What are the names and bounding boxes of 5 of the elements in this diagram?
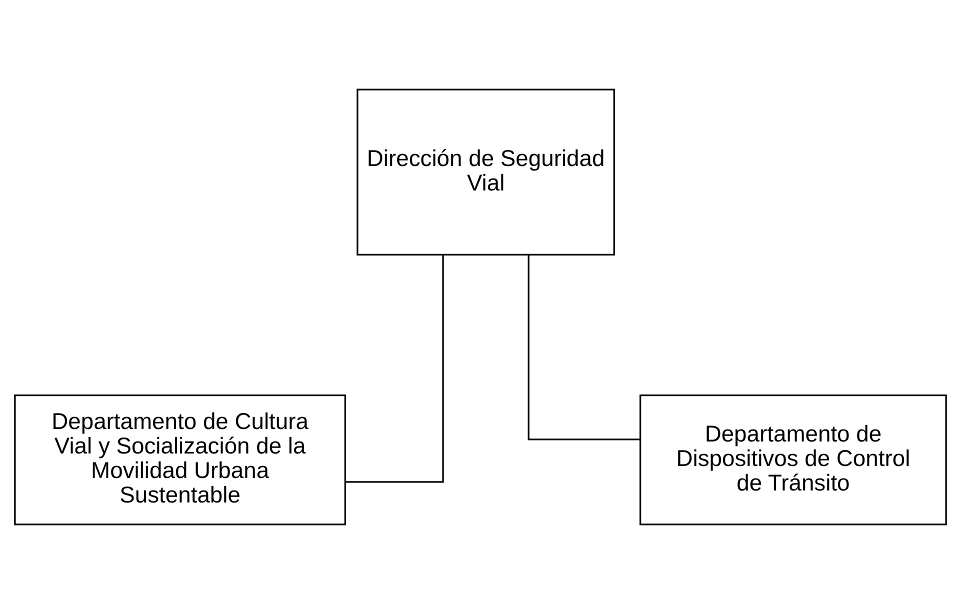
node-box: Departamento de Dispositivos de Control de Tránsito: [640, 394, 947, 525]
node-box: Departamento de Cultura Vial y Socialización de la Movilidad Urbana Sustentable: [14, 394, 346, 525]
node-box: Dirección de Seguridad Vial: [356, 88, 615, 255]
connector: [528, 254, 640, 440]
connector: [346, 254, 444, 482]
